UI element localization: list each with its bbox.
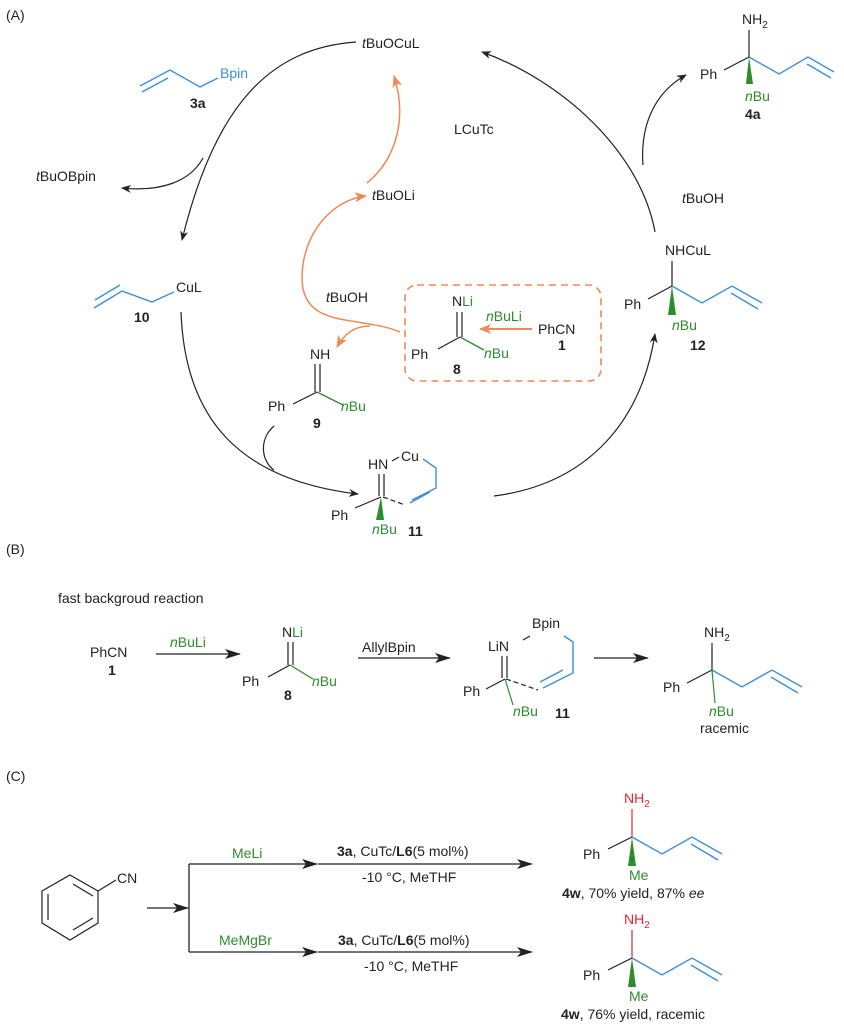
cycle-arrow-to-10 [180, 41, 357, 241]
intermediate-12: NHCuL Ph nBu 12 [624, 242, 763, 353]
nli-label: NLi [282, 624, 303, 640]
result-1: 4w, 70% yield, 87% ee [562, 885, 705, 901]
bpin-label: Bpin [532, 615, 560, 631]
phcn-label: PhCN [90, 644, 127, 660]
ph-label: Ph [242, 673, 259, 689]
racemic-product: NH2 Ph nBu racemic [663, 624, 803, 736]
nhcul-label: NHCuL [665, 242, 711, 258]
route-meli: MeLi 3a, CuTc/L6(5 mol%) -10 °C, MeTHF N… [189, 790, 723, 901]
nbu-label: nBu [312, 673, 337, 689]
cu-label: Cu [401, 448, 419, 464]
me-label: Me [629, 867, 649, 883]
compound-1-id: 1 [558, 337, 566, 353]
compound-4a-id: 4a [745, 106, 761, 122]
ph-label: Ph [663, 679, 680, 695]
me-label: Me [629, 988, 649, 1004]
compound-8-id: 8 [284, 687, 292, 703]
orange-arrow-to-tBuOLi [301, 192, 401, 333]
nbu-label: nBu [672, 317, 697, 333]
phcn-label: PhCN [538, 321, 575, 337]
ph-label: Ph [583, 846, 600, 862]
compound-3a-id: 3a [190, 95, 206, 111]
transition-state-11: HN Cu Ph nBu 11 [331, 448, 437, 539]
conditions-line2: -10 °C, MeTHF [364, 958, 458, 974]
compound-11-id: 11 [408, 523, 423, 539]
compound-8-id: 8 [453, 361, 461, 377]
compound-9-id: 9 [313, 415, 321, 431]
nh2-label: NH2 [742, 11, 768, 31]
conditions-line2: -10 °C, MeTHF [362, 869, 456, 885]
ph-label: Ph [700, 66, 717, 82]
imine-9: NH Ph nBu 9 [268, 346, 366, 431]
conditions-line1: 3a, CuTc/L6(5 mol%) [338, 932, 470, 948]
result-2: 4w, 76% yield, racemic [561, 1006, 705, 1022]
cn-label: CN [117, 870, 137, 886]
transition-state-11: LiN Bpin Ph nBu 11 [463, 615, 574, 721]
panel-c: (C) CN MeLi 3a, CuTc/L6(5 mol%) -10 °C, … [6, 768, 723, 1022]
orange-arrow-to-imine-9 [336, 325, 371, 348]
merge-arrow-from-9 [262, 425, 275, 471]
racemic-label: racemic [700, 720, 749, 736]
tBuOH-left-label: tBuOH [326, 289, 368, 305]
panel-b: (B) fast backgroud reaction PhCN 1 nBuLi… [6, 541, 803, 736]
panel-a: (A) tBuOCuL Bpin 3a tBuOBpin LCuTc tBuOL… [6, 7, 835, 539]
nbu-label: nBu [484, 345, 509, 361]
bpin-label: Bpin [220, 65, 248, 81]
compound-11-id: 11 [555, 705, 570, 721]
ph-label: Ph [331, 507, 348, 523]
cycle-arrow-to-12 [493, 333, 658, 497]
nbu-label: nBu [745, 88, 770, 104]
compound-1-id: 1 [108, 662, 116, 678]
nli-label: NLi [452, 293, 473, 309]
compound-12-id: 12 [690, 337, 706, 353]
memgbr-label: MeMgBr [219, 932, 272, 948]
hn-label: HN [368, 456, 388, 472]
nh-label: NH [310, 346, 330, 362]
tBuOLi-label: tBuOLi [372, 187, 415, 203]
panel-a-label: (A) [6, 7, 25, 23]
ph-label: Ph [463, 683, 480, 699]
lcutc-label: LCuTc [454, 121, 494, 137]
ph-label: Ph [583, 967, 600, 983]
nh2-label: NH2 [624, 790, 650, 810]
allylcopper-10: CuL 10 [93, 279, 202, 325]
nbu-label: nBu [341, 398, 366, 414]
ph-label: Ph [411, 346, 428, 362]
route-memgbr: MeMgBr 3a, CuTc/L6(5 mol%) -10 °C, MeTHF… [189, 911, 723, 1022]
nbuli-label: nBuLi [170, 634, 206, 650]
nh2-label: NH2 [704, 624, 730, 644]
panel-b-label: (B) [6, 541, 25, 557]
panel-c-label: (C) [6, 768, 25, 784]
nbu-label: nBu [709, 703, 734, 719]
lin-label: LiN [488, 638, 509, 654]
cycle-arrow-to-11 [180, 311, 359, 497]
panel-b-caption: fast backgroud reaction [58, 590, 204, 606]
lithium-imine-8: NLi Ph nBu 8 [242, 624, 337, 703]
background-reaction-box [404, 284, 602, 382]
nbu-label: nBu [372, 521, 397, 537]
ph-label: Ph [268, 398, 285, 414]
orange-arrow-to-tBuOCuL [366, 75, 403, 184]
nh2-label: NH2 [624, 911, 650, 931]
lithium-imine-8: NLi Ph nBu 8 [411, 293, 509, 377]
tBuOCuL-label: tBuOCuL [362, 35, 420, 51]
meli-label: MeLi [232, 845, 262, 861]
cycle-arrow-to-tBuOCuL [481, 51, 656, 233]
conditions-line1: 3a, CuTc/L6(5 mol%) [337, 843, 469, 859]
allylbpin-label: AllylBpin [362, 639, 416, 655]
ph-label: Ph [624, 296, 641, 312]
product-4a: NH2 Ph nBu 4a [700, 11, 835, 122]
allylbpin-3a: Bpin 3a [139, 65, 248, 111]
arrow-to-tBuOBpin [121, 157, 204, 193]
nbuli-label: nBuLi [486, 308, 522, 324]
tBuOBpin-label: tBuOBpin [36, 168, 96, 184]
arrow-to-product-4a [642, 74, 687, 166]
tBuOH-right-label: tBuOH [682, 190, 724, 206]
cul-label: CuL [176, 279, 202, 295]
benzonitrile: CN [41, 870, 137, 941]
nbu-label: nBu [513, 703, 538, 719]
compound-10-id: 10 [134, 309, 150, 325]
